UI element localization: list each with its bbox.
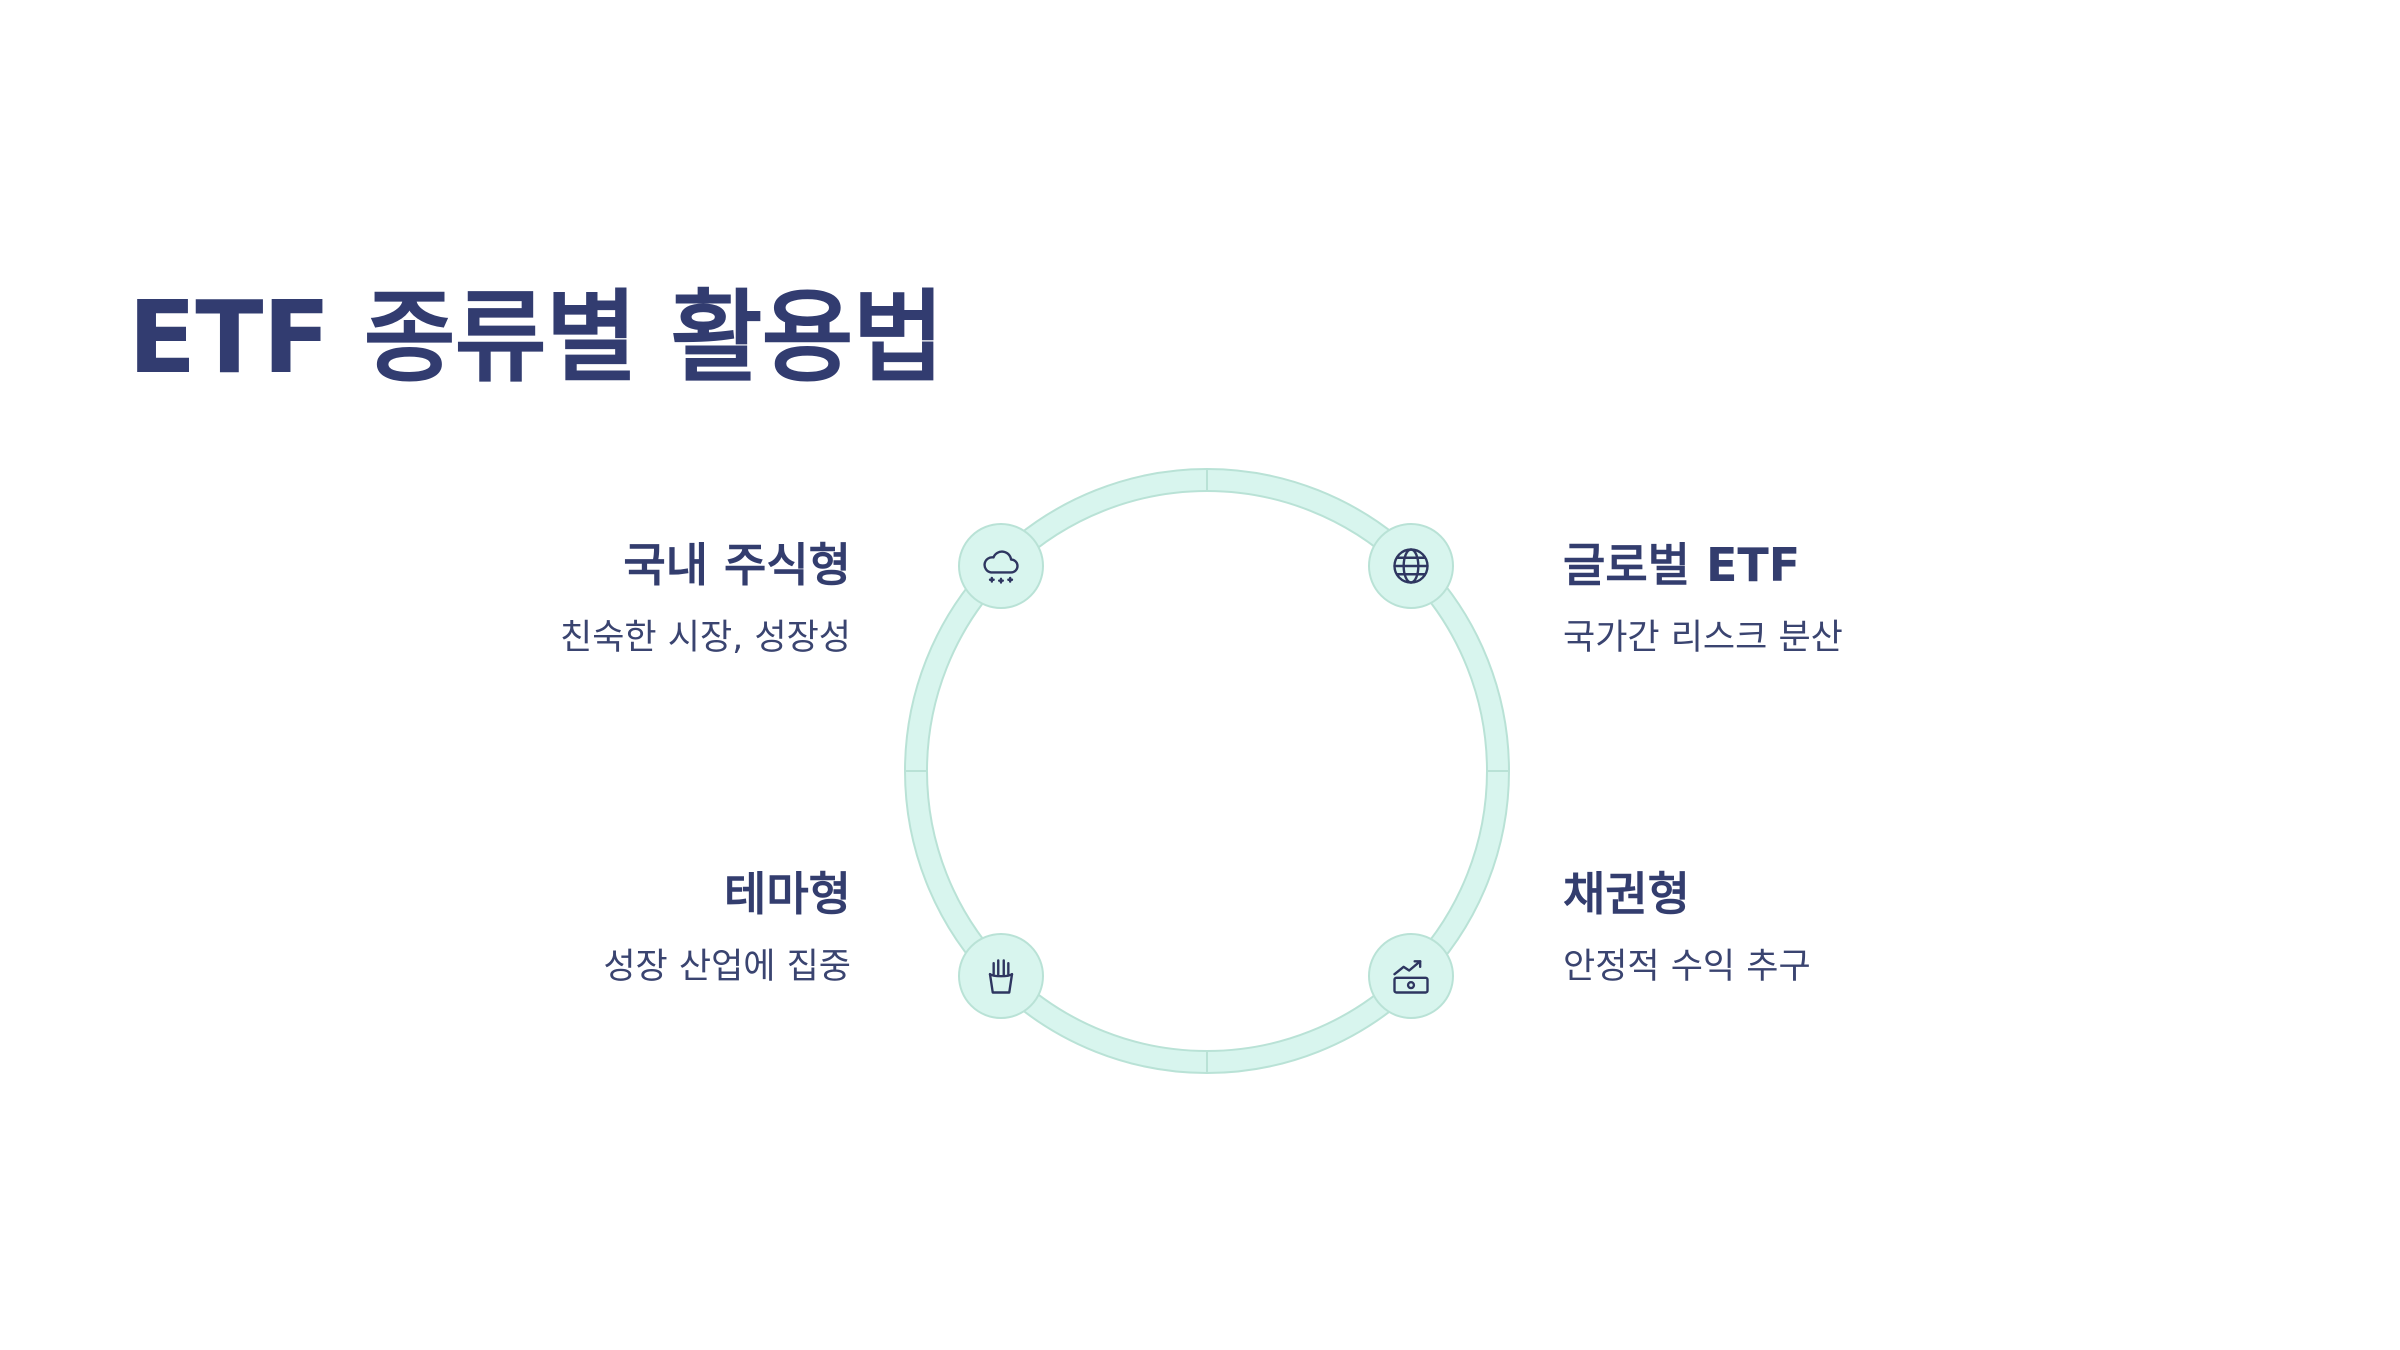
item-title: 국내 주식형: [623, 538, 851, 592]
cloud-snow-icon: [983, 550, 1019, 584]
node-bottom-right: [1368, 933, 1454, 1019]
item-description: 친숙한 시장, 성장성: [560, 618, 851, 658]
item-description: 국가간 리스크 분산: [1563, 618, 1843, 658]
item-bottom-left: 테마형 성장 산업에 집중: [331, 864, 851, 990]
item-top-left: 국내 주식형 친숙한 시장, 성장성: [331, 535, 851, 661]
item-description: 성장 산업에 집중: [603, 947, 851, 987]
node-bottom-left: [958, 933, 1044, 1019]
item-title: 채권형: [1563, 867, 1690, 921]
globe-icon: [1393, 548, 1429, 584]
node-top-right: [1368, 523, 1454, 609]
fries-icon: [988, 959, 1014, 994]
item-title: 글로벌 ETF: [1563, 538, 1801, 592]
item-top-right: 글로벌 ETF 국가간 리스크 분산: [1563, 535, 2083, 661]
item-title: 테마형: [724, 867, 851, 921]
node-top-left: [958, 523, 1044, 609]
item-bottom-right: 채권형 안정적 수익 추구: [1563, 864, 2083, 990]
item-description: 안정적 수익 추구: [1563, 947, 1811, 987]
money-growth-icon: [1393, 960, 1429, 994]
page-title: ETF 종류별 활용법: [128, 279, 944, 396]
